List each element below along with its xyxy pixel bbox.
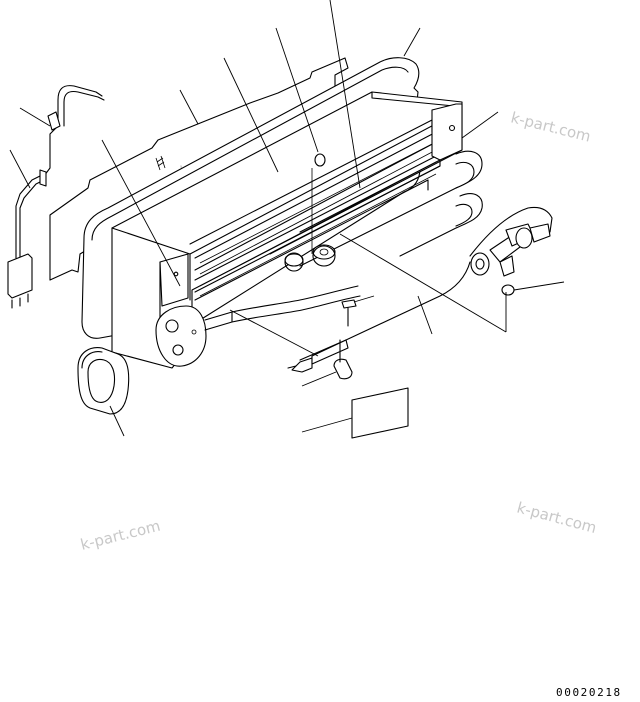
leader-lines [9,0,565,437]
watermark-bottom-left: k-part.com [79,517,163,554]
watermark-top-right: k-part.com [509,108,593,145]
thermistor [287,261,471,380]
watermark-bottom-right: k-part.com [515,498,599,537]
duct-seal [77,347,130,415]
wire-harness [7,85,105,309]
heater-unit [81,57,483,369]
expansion-valve [469,206,553,296]
drawing-code: 00020218 [556,686,622,699]
foam-pad [351,387,409,439]
